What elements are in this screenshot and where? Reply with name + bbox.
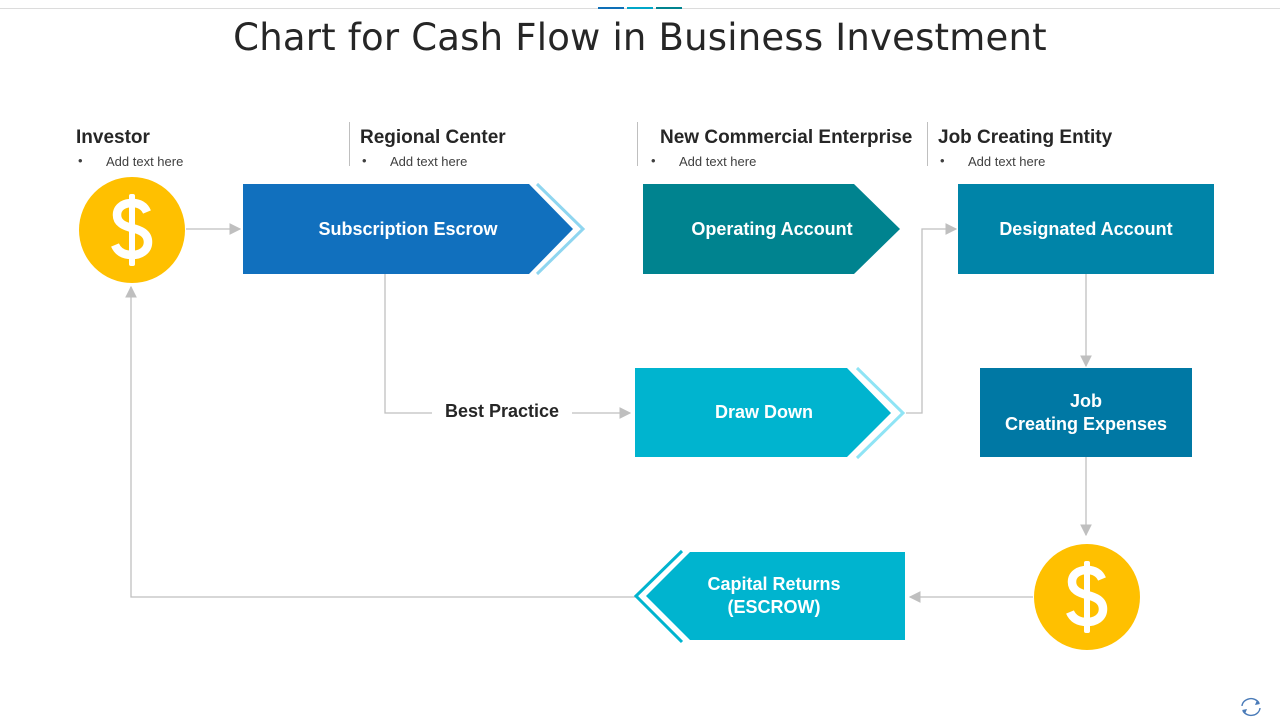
connector-drawdown-to-designated xyxy=(906,223,958,414)
top-tab-2 xyxy=(627,7,653,9)
designated-account-node: Designated Account xyxy=(958,184,1214,274)
subscription-escrow-shape xyxy=(243,182,586,276)
column-bullet-investor: • Add text here xyxy=(78,153,184,169)
column-divider-3 xyxy=(927,122,928,166)
column-heading-regional-center: Regional Center xyxy=(360,127,506,148)
bullet-icon: • xyxy=(78,153,83,168)
connector-returns-to-investor xyxy=(125,285,636,598)
bullet-icon: • xyxy=(362,153,367,168)
column-bullet-text: Add text here xyxy=(390,154,468,169)
column-heading-investor: Investor xyxy=(76,127,150,148)
refresh-icon[interactable] xyxy=(1238,696,1264,718)
bullet-icon: • xyxy=(651,153,656,168)
subscription-escrow-node: Subscription Escrow xyxy=(243,182,588,276)
capital-returns-node: Capital Returns (ESCROW) xyxy=(632,549,907,645)
draw-down-node: Draw Down xyxy=(635,366,910,460)
capital-returns-label: Capital Returns (ESCROW) xyxy=(707,574,841,617)
column-bullet-text: Add text here xyxy=(968,154,1046,169)
job-creating-expenses-node: Job Creating Expenses xyxy=(980,368,1192,457)
top-tab-1 xyxy=(598,7,624,9)
investor-coin xyxy=(79,177,185,283)
capital-returns-shape xyxy=(633,549,905,644)
column-divider-1 xyxy=(349,122,350,166)
operating-account-shape xyxy=(643,184,900,274)
page-title: Chart for Cash Flow in Business Investme… xyxy=(233,16,1047,59)
draw-down-shape xyxy=(635,366,906,460)
column-bullet-new-commercial-enterprise: • Add text here xyxy=(651,153,757,169)
best-practice-label: Best Practice xyxy=(432,401,572,422)
operating-account-label: Operating Account xyxy=(691,218,853,239)
column-bullet-text: Add text here xyxy=(106,154,184,169)
dollar-coin-icon xyxy=(111,194,153,266)
bullet-icon: • xyxy=(940,153,945,168)
subscription-escrow-label: Subscription Escrow xyxy=(318,218,498,239)
top-tab-3 xyxy=(656,7,682,9)
column-divider-2 xyxy=(637,122,638,166)
column-heading-job-creating-entity: Job Creating Entity xyxy=(938,127,1113,148)
dollar-coin-icon xyxy=(1066,561,1108,633)
column-bullet-regional-center: • Add text here xyxy=(362,153,468,169)
draw-down-label: Draw Down xyxy=(714,402,813,422)
returns-coin xyxy=(1034,544,1140,650)
column-bullet-text: Add text here xyxy=(679,154,757,169)
column-bullet-job-creating-entity: • Add text here xyxy=(940,153,1046,169)
column-heading-new-commercial-enterprise: New Commercial Enterprise xyxy=(660,127,913,148)
operating-account-node: Operating Account xyxy=(643,184,903,274)
connector-subscription-to-drawdown xyxy=(384,274,632,419)
